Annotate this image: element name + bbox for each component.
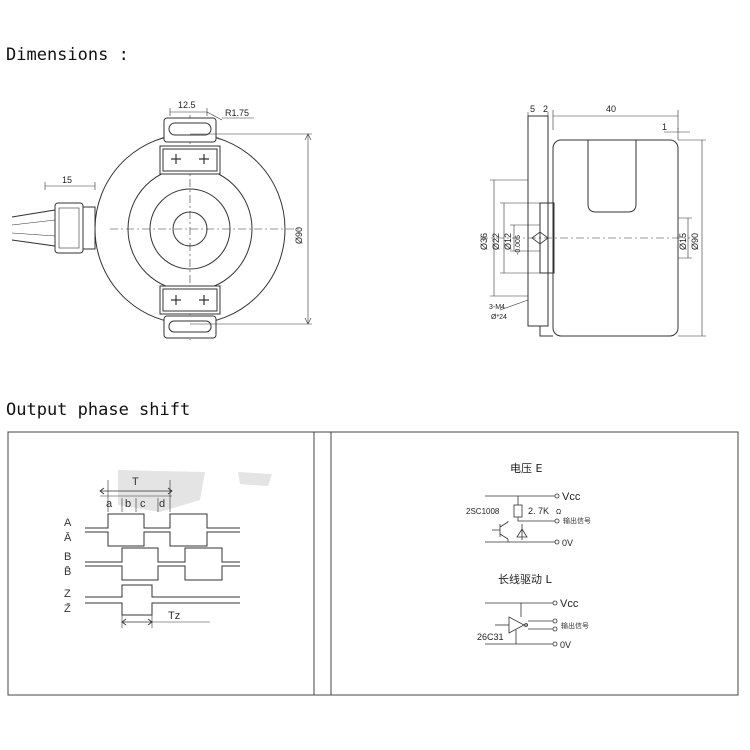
circuit-l-driver: 26C31: [477, 632, 504, 642]
segment-b-label: b: [125, 498, 131, 510]
circuit-e-ov: 0V: [562, 538, 573, 548]
output-terminal-icon: [552, 626, 558, 632]
tolerance-label: -0.005: [515, 235, 522, 255]
dim-22-label: Ø22: [491, 233, 501, 250]
circuit-e-resistor: 2. 7K: [528, 506, 549, 516]
dim-5-label: 5: [530, 104, 535, 114]
ground-terminal-icon: [554, 539, 560, 545]
dim-90-label: Ø90: [690, 233, 700, 250]
circuit-e-output: 输出信号: [563, 516, 591, 525]
line-driver-icon: [508, 616, 528, 634]
signal-a-label: A: [64, 517, 72, 529]
dim-cable-label: 15: [62, 175, 72, 185]
wave-b: [85, 547, 240, 563]
segment-d-label: d: [159, 498, 165, 510]
radius-label: R1.75: [225, 108, 249, 118]
circuit-e-schematic: [485, 493, 560, 545]
bottom-foot: [539, 326, 553, 337]
circuit-e-vcc: Vcc: [562, 491, 581, 503]
waveform-diagram: [85, 480, 240, 628]
dim-top-label: 12.5: [178, 100, 196, 110]
bottom-mount-bracket: [159, 285, 221, 339]
circuit-e-transistor: 2SC1008: [466, 507, 500, 516]
side-view: [480, 110, 706, 337]
top-mount-bracket: [159, 117, 221, 175]
wave-z-bar: [85, 602, 240, 616]
dim-36-label: Ø36: [479, 233, 489, 250]
front-dim-lines: [44, 108, 312, 325]
transistor-icon: [492, 521, 509, 540]
resistor-icon: [513, 504, 523, 518]
screw-circle-label: Ø*24: [491, 314, 507, 321]
dim-40-label: 40: [606, 104, 616, 114]
segment-a-label: a: [106, 498, 113, 510]
signal-a-bar-label: Ā: [64, 532, 72, 544]
phase-panel-frame: [7, 431, 739, 696]
signal-b-bar-label: B̄: [64, 565, 71, 578]
signal-z-label: Z: [64, 588, 71, 600]
period-arrow: [99, 487, 173, 495]
circuit-l-ov: 0V: [560, 640, 571, 650]
output-terminal-icon: [552, 618, 558, 624]
dim-12-label: Ø12: [503, 233, 513, 250]
circuit-e-title: 电压 E: [510, 462, 542, 475]
dim-1-label: 1: [662, 122, 667, 132]
period-label: T: [132, 476, 139, 488]
ground-terminal-icon: [552, 641, 558, 647]
tz-label: Tz: [168, 610, 180, 622]
circuit-l-title: 长线驱动 L: [498, 572, 552, 586]
vcc-terminal-icon: [554, 493, 560, 499]
circuit-l-output: 输出信号: [561, 621, 589, 630]
phase-shift-heading: Output phase shift: [6, 400, 191, 420]
circuit-l-schematic: [485, 600, 558, 647]
wave-a: [85, 513, 240, 529]
vcc-terminal-icon: [552, 600, 558, 606]
wave-b-bar: [85, 565, 240, 581]
housing-slot: [587, 140, 637, 213]
wave-a-bar: [85, 531, 240, 547]
signal-b-label: B: [64, 551, 71, 563]
screw-icon: [171, 154, 209, 164]
circuit-e-ohm: Ω: [556, 509, 561, 516]
diode-icon: [516, 524, 528, 540]
dim-outer-label: Ø90: [294, 227, 304, 244]
signal-z-bar-label: Z̄: [64, 602, 71, 615]
dim-15-label: Ø15: [678, 233, 688, 250]
dimensions-heading: Dimensions :: [6, 45, 129, 65]
cable-gland: [11, 202, 96, 254]
tz-arrow: [121, 618, 153, 626]
circuit-l-vcc: Vcc: [560, 598, 579, 610]
screw-spec-label: 3-M4: [489, 304, 505, 311]
flange-plate: [527, 115, 549, 327]
output-terminal-icon: [554, 518, 560, 524]
front-view: [11, 108, 312, 340]
segment-c-label: c: [140, 498, 146, 510]
wave-z: [85, 584, 240, 598]
screw-icon: [171, 295, 209, 305]
dim-2-label: 2: [543, 104, 548, 114]
side-dim-lines: [490, 110, 706, 337]
